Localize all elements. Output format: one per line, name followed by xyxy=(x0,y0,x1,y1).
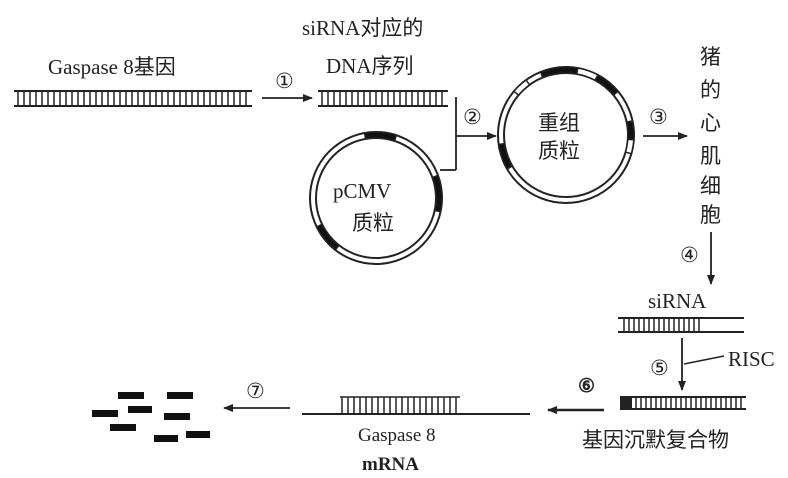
sirna-dna-label-line2: DNA序列 xyxy=(326,54,414,78)
step3-label: ③ xyxy=(649,105,668,129)
gaspase-gene-dna xyxy=(14,91,252,106)
step5-label: ⑤ xyxy=(650,356,669,380)
pig-cells-char-6: 胞 xyxy=(700,203,721,227)
step2-label: ② xyxy=(463,105,482,129)
step6-label: ⑥ xyxy=(578,376,595,397)
plasmid-segment xyxy=(317,224,339,250)
fragment xyxy=(164,413,190,420)
recombinant-plasmid-label-line2: 质粒 xyxy=(538,139,580,163)
plasmid-segment xyxy=(365,132,397,141)
sirna-duplex xyxy=(618,318,744,332)
pig-cells-char-2: 的 xyxy=(700,78,721,102)
gaspase-gene-label: Gaspase 8基因 xyxy=(48,55,176,79)
degraded-mrna-fragments xyxy=(92,392,210,442)
gaspase-mrna-strand xyxy=(302,397,530,414)
fragment xyxy=(118,392,144,399)
fragment xyxy=(128,406,152,413)
mrna-label-line2: mRNA xyxy=(362,454,419,475)
sirna-dna-label-line1: siRNA对应的 xyxy=(302,16,423,40)
pig-cells-char-3: 心 xyxy=(700,111,721,135)
pig-cells-char-4: 肌 xyxy=(700,144,721,168)
recombinant-plasmid xyxy=(498,67,634,203)
fragment xyxy=(186,431,210,438)
plasmid-segment xyxy=(577,68,598,80)
plasmid-segment xyxy=(541,67,578,78)
step7-label: ⑦ xyxy=(246,379,265,403)
plasmid-segment xyxy=(627,121,634,140)
pig-cells-char-1: 猪 xyxy=(700,45,721,69)
fragment xyxy=(92,410,118,417)
mrna-label-line1: Gaspase 8 xyxy=(358,425,436,446)
fragment xyxy=(154,435,178,442)
plasmid-segment xyxy=(499,144,513,169)
risc-label: RISC xyxy=(728,347,775,371)
pig-cells-char-5: 细 xyxy=(700,174,721,198)
step4-label: ④ xyxy=(680,243,699,267)
pcmv-plasmid-label-line1: pCMV xyxy=(333,179,391,203)
pcmv-plasmid-label-line2: 质粒 xyxy=(352,211,394,235)
fragment xyxy=(110,424,136,431)
silencing-complex-strand xyxy=(620,397,746,409)
gene-silencing-complex-label: 基因沉默复合物 xyxy=(582,428,729,452)
recombinant-plasmid-label-line1: 重组 xyxy=(538,111,580,135)
step1-label: ① xyxy=(275,69,294,93)
sirna-dna-sequence xyxy=(318,91,448,106)
fragment xyxy=(167,392,193,399)
pig-cardiomyocytes-label: 猪 的 心 肌 细 胞 xyxy=(700,45,721,227)
risc-pointer xyxy=(684,356,724,364)
plasmid-segment xyxy=(595,75,618,95)
sirna-label: siRNA xyxy=(648,289,707,313)
